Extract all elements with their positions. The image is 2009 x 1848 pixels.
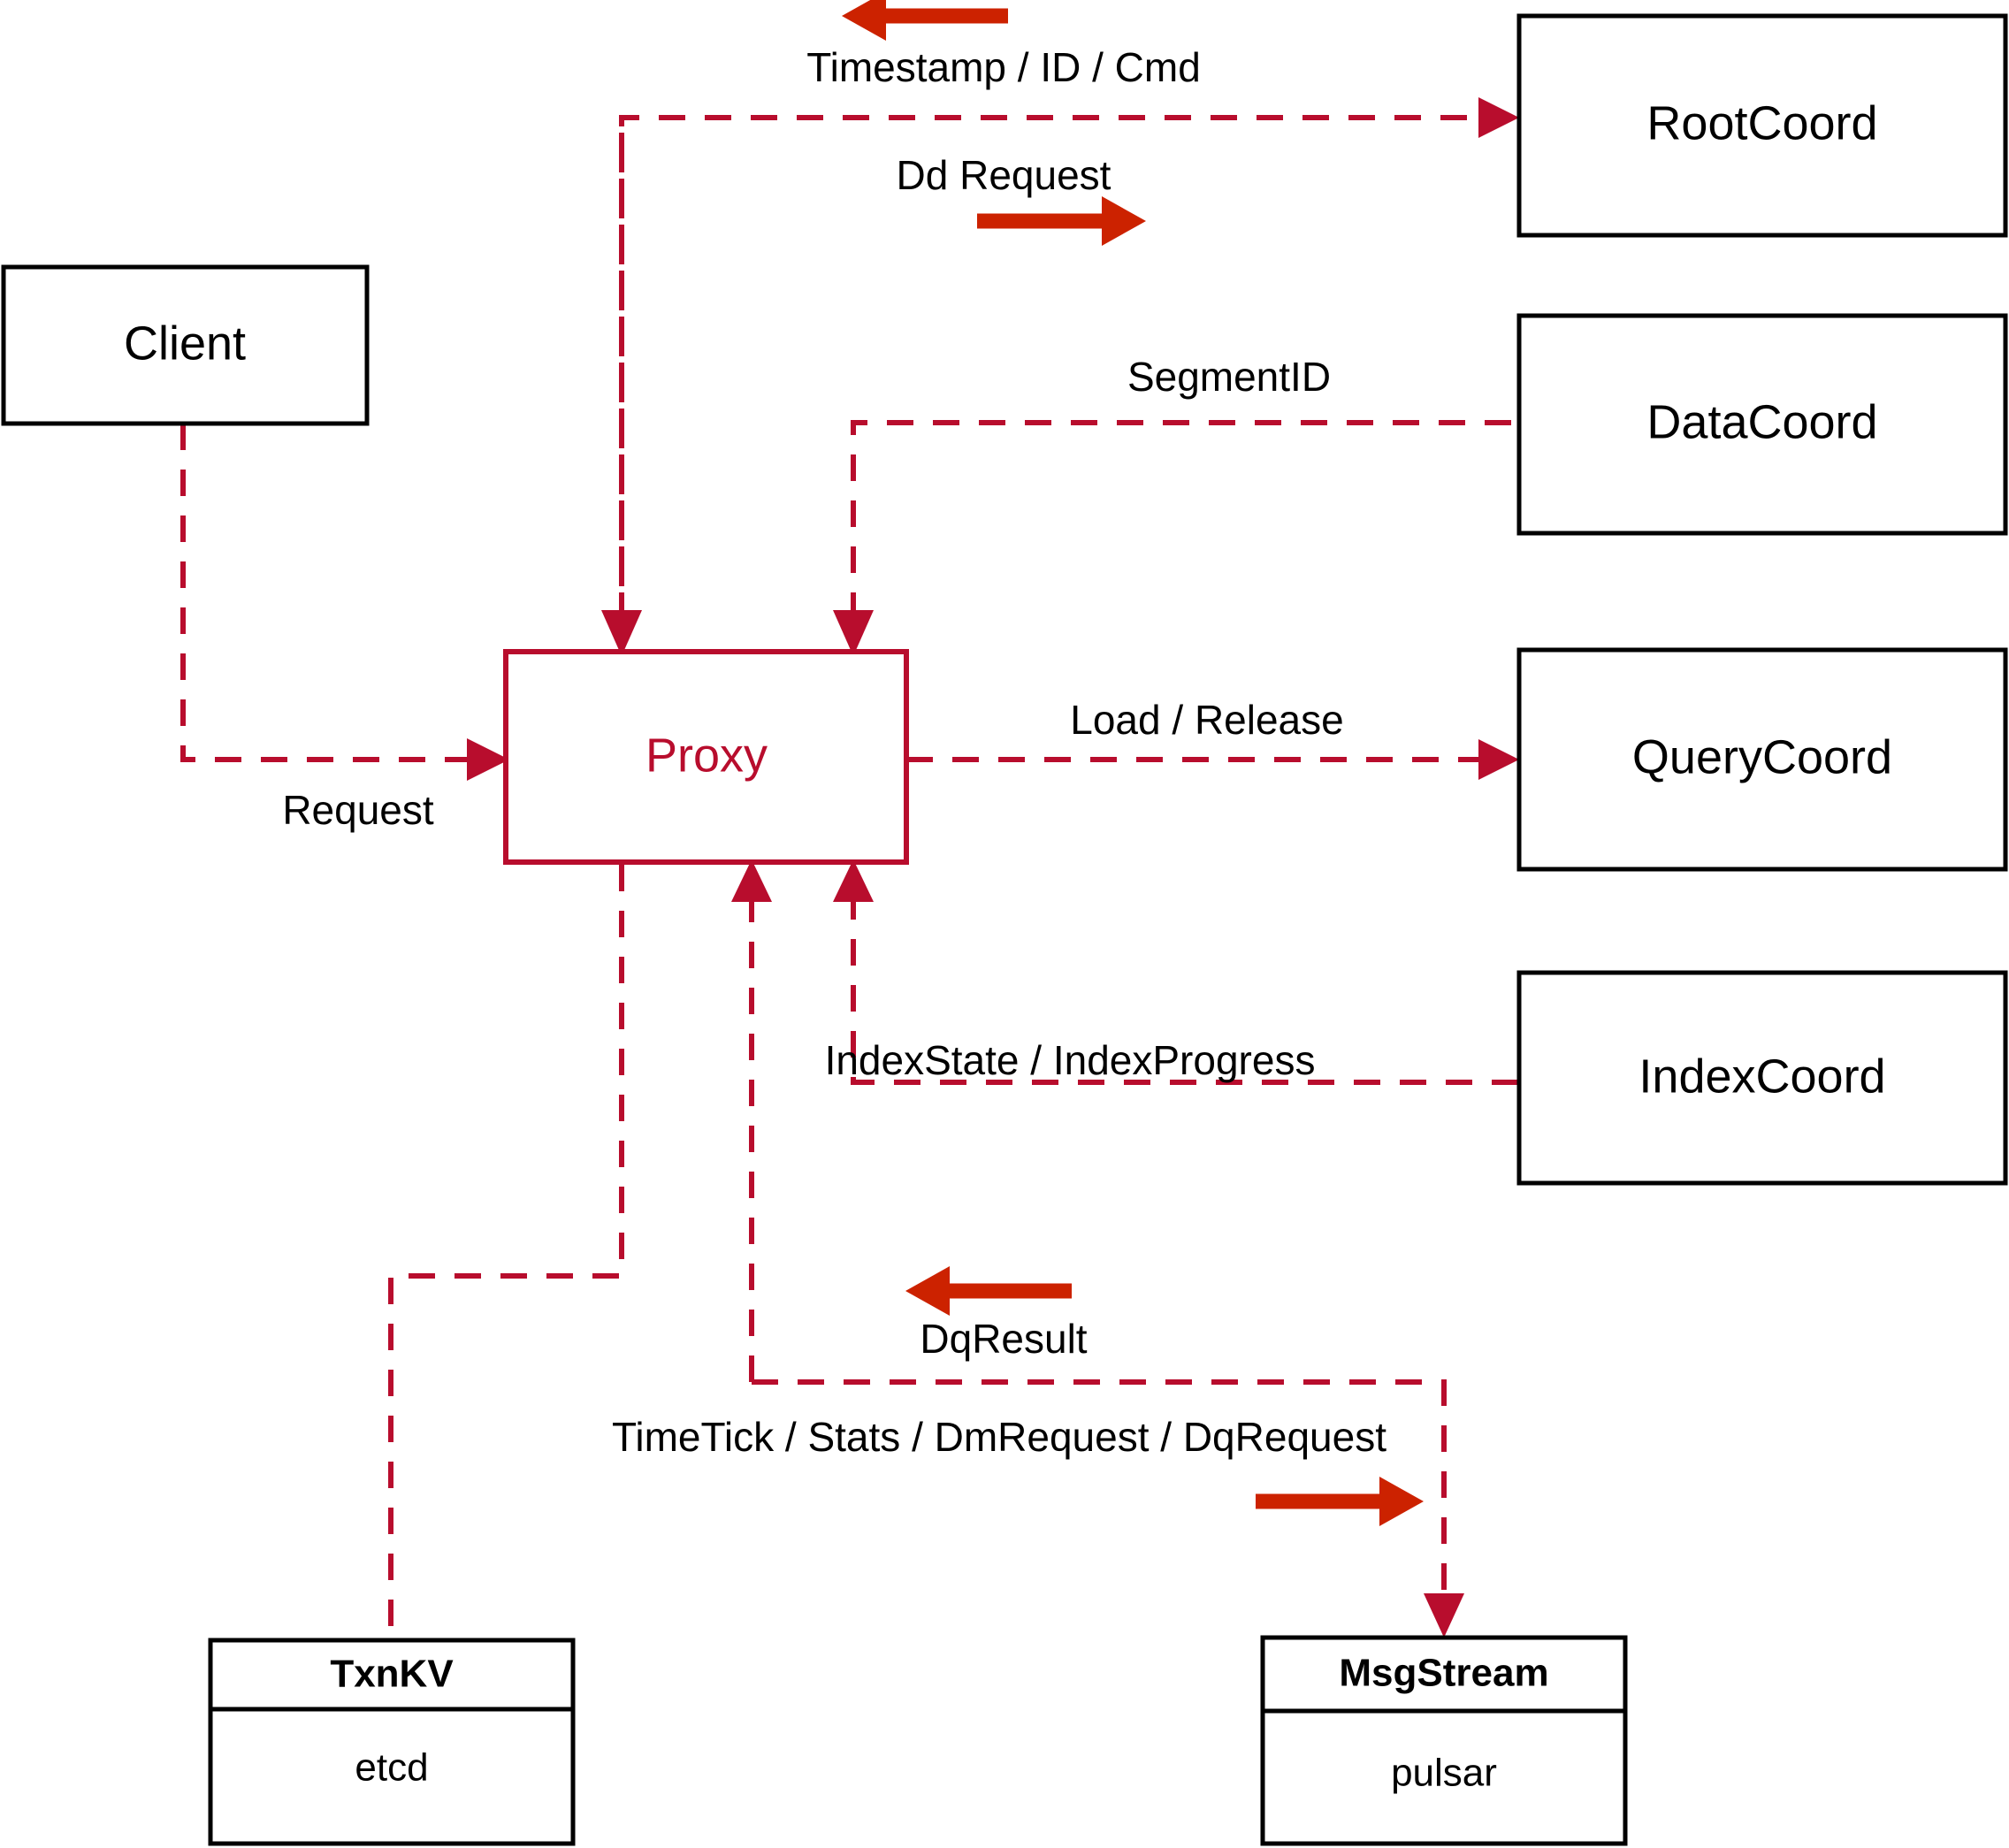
edge-label-dd-request: Dd Request	[897, 152, 1111, 198]
datacoord-box[interactable]	[1516, 313, 2008, 536]
node-client[interactable]: Client	[1, 264, 370, 426]
indexcoord-box[interactable]	[1516, 970, 2008, 1186]
edge-label-timetick: TimeTick / Stats / DmRequest / DqRequest	[612, 1414, 1386, 1460]
msgstream-title: MsgStream	[1339, 1652, 1548, 1695]
arrowhead-datacoord	[833, 610, 874, 656]
arrowhead-dqresult	[731, 859, 772, 902]
arrowhead-client-request	[467, 738, 509, 781]
flow-connectors	[180, 97, 1519, 1643]
flow-line-txnkv	[388, 865, 624, 1643]
proxy-box[interactable]	[503, 649, 909, 865]
node-indexcoord[interactable]: IndexCoord	[1516, 970, 2008, 1186]
edge-label-indexstate: IndexState / IndexProgress	[825, 1037, 1316, 1083]
txnkv-body: etcd	[355, 1746, 428, 1790]
indexcoord-label: IndexCoord	[1639, 1050, 1885, 1103]
edge-label-segmentid: SegmentID	[1127, 354, 1331, 400]
flow-line-msgstream-down	[752, 1379, 1447, 1602]
client-label: Client	[124, 317, 246, 370]
direction-arrows	[842, 0, 1424, 1526]
client-box[interactable]	[1, 264, 370, 426]
edge-label-request: Request	[282, 787, 434, 833]
dqresult-direction-arrow	[905, 1266, 1072, 1316]
edge-labels: Timestamp / ID / Cmd Dd Request SegmentI…	[282, 44, 1386, 1460]
arrowhead-timestamp	[601, 610, 642, 656]
dd-request-direction-arrow	[977, 196, 1146, 246]
proxy-label: Proxy	[645, 729, 768, 782]
node-txnkv[interactable]: TxnKV etcd	[208, 1638, 576, 1846]
arrowhead-rootcoord	[1478, 97, 1519, 138]
querycoord-box[interactable]	[1516, 647, 2008, 872]
node-proxy[interactable]: Proxy	[503, 649, 909, 865]
node-querycoord[interactable]: QueryCoord	[1516, 647, 2008, 872]
node-datacoord[interactable]: DataCoord	[1516, 313, 2008, 536]
timetick-direction-arrow	[1256, 1477, 1424, 1526]
edge-label-load-release: Load / Release	[1070, 697, 1343, 743]
rootcoord-box[interactable]	[1516, 13, 2008, 238]
edge-label-dqresult: DqResult	[920, 1316, 1087, 1362]
msgstream-box[interactable]	[1260, 1635, 1628, 1846]
arrowhead-querycoord	[1478, 739, 1519, 780]
arrowhead-msgstream	[1424, 1593, 1464, 1638]
flow-line-indexcoord	[851, 893, 1519, 1085]
node-msgstream[interactable]: MsgStream pulsar	[1260, 1635, 1628, 1846]
querycoord-label: QueryCoord	[1632, 730, 1892, 783]
rootcoord-label: RootCoord	[1646, 96, 1877, 149]
flow-line-datacoord	[851, 420, 1519, 619]
edge-label-timestamp-id-cmd: Timestamp / ID / Cmd	[806, 44, 1201, 90]
datacoord-label: DataCoord	[1646, 395, 1877, 448]
txnkv-box[interactable]	[208, 1638, 576, 1846]
flow-line-client-request	[180, 424, 477, 762]
timestamp-direction-arrow	[842, 0, 1008, 41]
node-rootcoord[interactable]: RootCoord	[1516, 13, 2008, 238]
arrowhead-indexcoord	[833, 859, 874, 902]
txnkv-title: TxnKV	[330, 1653, 454, 1696]
msgstream-body: pulsar	[1391, 1752, 1497, 1795]
